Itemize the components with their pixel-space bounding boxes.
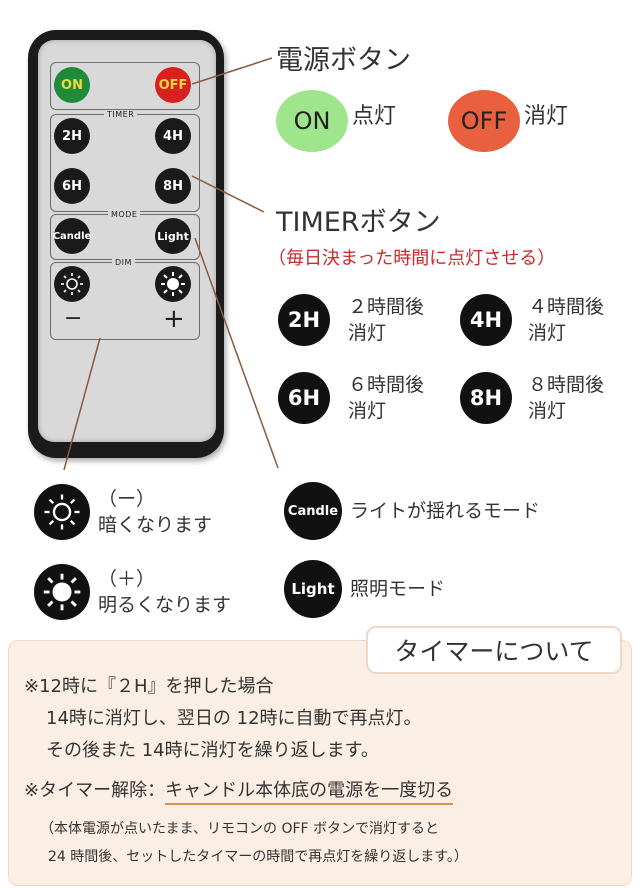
dim-down-badge bbox=[34, 484, 90, 540]
remote-candle-label: Candle bbox=[52, 230, 92, 242]
sun-filled-icon bbox=[161, 272, 185, 296]
dim-up-badge bbox=[34, 564, 90, 620]
mode-panel-label: MODE bbox=[108, 210, 141, 219]
dim-panel-label: DIM bbox=[112, 258, 135, 267]
timer-note: （毎日決まった時間に点灯させる） bbox=[268, 248, 556, 269]
on-pill: ON bbox=[276, 90, 348, 152]
timer-info-box bbox=[8, 640, 632, 886]
remote-on-button[interactable]: ON bbox=[54, 67, 90, 103]
remote-minus-sign: − bbox=[64, 306, 83, 331]
timer-text-6h-line1: ６時間後 bbox=[348, 374, 425, 396]
remote-dim-up-button[interactable] bbox=[155, 266, 191, 302]
info-line-6: 24 時間後、セットしたタイマーの時間で再点灯を繰り返します。） bbox=[48, 849, 468, 865]
timer-text-6h-line2: 消灯 bbox=[348, 400, 387, 422]
off-pill: OFF bbox=[448, 90, 520, 152]
remote-light-label: Light bbox=[157, 229, 189, 243]
info-line-4-emphasis: キャンドル本体底の電源を一度切る bbox=[165, 780, 454, 805]
sun-outline-icon bbox=[61, 273, 83, 295]
light-description: 照明モード bbox=[350, 578, 446, 600]
info-line-4: ※タイマー解除：キャンドル本体底の電源を一度切る bbox=[24, 776, 454, 805]
remote-4h-label: 4H bbox=[163, 128, 183, 144]
timer-badge-8h: 8H bbox=[460, 372, 512, 424]
timer-text-4h-line2: 消灯 bbox=[528, 322, 567, 344]
timer-text-8h-line2: 消灯 bbox=[528, 400, 567, 422]
remote-dim-down-button[interactable] bbox=[54, 266, 90, 302]
remote-4h-button[interactable]: 4H bbox=[155, 118, 191, 154]
info-line-1: ※12時に『２H』を押した場合 bbox=[24, 676, 274, 697]
info-line-4-prefix: ※タイマー解除： bbox=[24, 780, 166, 801]
remote-candle-button[interactable]: Candle bbox=[52, 218, 92, 254]
info-line-5: （本体電源が点いたまま、リモコンの OFF ボタンで消灯すると bbox=[40, 821, 440, 837]
remote-2h-label: 2H bbox=[62, 128, 82, 144]
timer-badge-4h: 4H bbox=[460, 294, 512, 346]
off-description: 消灯 bbox=[524, 104, 569, 129]
remote-light-button[interactable]: Light bbox=[155, 218, 191, 254]
timer-text-8h-line1: ８時間後 bbox=[528, 374, 605, 396]
timer-text-4h-line1: ４時間後 bbox=[528, 296, 605, 318]
timer-panel-label: TIMER bbox=[104, 110, 138, 119]
light-badge: Light bbox=[284, 560, 342, 618]
timer-text-2h-line2: 消灯 bbox=[348, 322, 387, 344]
remote-2h-button[interactable]: 2H bbox=[54, 118, 90, 154]
info-line-3: その後また 14時に消灯を繰り返します。 bbox=[46, 740, 379, 761]
power-heading: 電源ボタン bbox=[276, 45, 411, 76]
timer-heading: TIMERボタン bbox=[276, 207, 441, 238]
remote-off-label: OFF bbox=[158, 77, 188, 93]
remote-plus-sign: + bbox=[163, 304, 185, 334]
remote-on-label: ON bbox=[61, 77, 83, 93]
dim-down-line1: （ー） bbox=[98, 488, 156, 510]
candle-badge: Candle bbox=[284, 482, 342, 540]
remote-8h-button[interactable]: 8H bbox=[155, 168, 191, 204]
timer-text-2h-line1: ２時間後 bbox=[348, 296, 425, 318]
remote-8h-label: 8H bbox=[163, 178, 183, 194]
sun-filled-icon bbox=[43, 573, 81, 611]
remote-off-button[interactable]: OFF bbox=[155, 67, 191, 103]
dim-up-line2: 明るくなります bbox=[98, 594, 232, 616]
remote-6h-label: 6H bbox=[62, 178, 82, 194]
timer-info-tab: タイマーについて bbox=[366, 626, 622, 674]
on-description: 点灯 bbox=[352, 104, 397, 129]
sun-outline-icon bbox=[44, 494, 80, 530]
timer-badge-2h: 2H bbox=[278, 294, 330, 346]
candle-description: ライトが揺れるモード bbox=[350, 500, 541, 522]
dim-down-line2: 暗くなります bbox=[98, 514, 213, 536]
info-line-2: 14時に消灯し、翌日の 12時に自動で再点灯。 bbox=[46, 708, 422, 729]
remote-6h-button[interactable]: 6H bbox=[54, 168, 90, 204]
power-panel bbox=[50, 62, 200, 110]
dim-up-line1: （＋） bbox=[98, 568, 156, 590]
timer-badge-6h: 6H bbox=[278, 372, 330, 424]
